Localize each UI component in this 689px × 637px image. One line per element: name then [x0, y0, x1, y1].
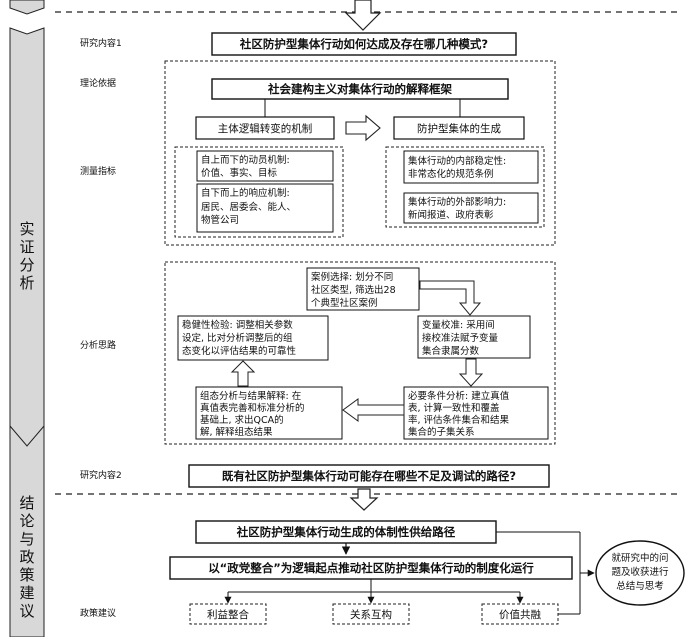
necessity-line-2: 表, 计算一致性和覆盖	[408, 402, 500, 414]
top-down-mobilization-detail: 价值、事实、目标	[201, 167, 278, 179]
necessity-to-config-arrow	[342, 398, 405, 422]
necessity-box	[403, 386, 549, 440]
generation-head: 防护型集体的生成	[417, 122, 501, 135]
row-label-measure: 测量指标	[80, 165, 116, 177]
empirical-label-4: 析	[19, 274, 34, 292]
framework-title: 社会建构主义对集体行动的解释框架	[267, 82, 452, 96]
internal-stability-detail: 非常态化的规范条例	[408, 168, 494, 180]
robustness-line-3: 态变化以评估结果的可靠性	[182, 345, 297, 357]
policy-item-relation: 关系互构	[350, 608, 392, 621]
robustness-line-2: 设定, 比对分析调整后的组	[182, 332, 293, 344]
robustness-box	[177, 315, 329, 361]
bottom-up-response-detail-1: 居民、居委会、能人、	[201, 201, 296, 213]
research2-box	[188, 464, 550, 488]
bottom-up-response-detail-2: 物管公司	[201, 214, 239, 226]
party-integration: 以“政党整合”为逻辑起点推动社区防护型集体行动的制度化运行	[208, 561, 534, 575]
research1-question: 社区防护型集体行动如何达成及存在哪几种模式?	[239, 37, 488, 51]
bottom-up-response-title: 自下而上的响应机制:	[201, 187, 290, 199]
calibration-line-2: 接校准法赋予变量	[422, 332, 499, 344]
case-selection-line-1: 案例选择: 划分不同	[311, 271, 393, 283]
conclusion-label-4: 政	[19, 548, 34, 566]
row-label-analysis: 分析思路	[80, 339, 116, 351]
top-flow-arrow	[344, 0, 382, 31]
internal-stability-title: 集体行动的内部稳定性:	[408, 155, 506, 167]
bottom-up-response-box	[196, 183, 334, 233]
conclusion-label-7: 议	[19, 602, 34, 620]
calibrate-to-necessity-arrow	[458, 358, 484, 387]
external-influence-detail: 新闻报道、政府表彰	[408, 209, 494, 221]
mechanism-head-box	[195, 116, 335, 140]
analysis-frame	[164, 261, 556, 445]
summary-line-3: 总结与思考	[616, 580, 664, 592]
conclusion-label-3: 与	[19, 530, 34, 548]
configuration-line-1: 组态分析与结果解释: 在	[200, 390, 301, 402]
measure-left-frame	[174, 146, 344, 238]
research1-box	[211, 32, 517, 56]
config-to-robust-arrow	[230, 360, 256, 387]
necessity-line-4: 集合的子集关系	[408, 426, 475, 438]
external-influence-title: 集体行动的外部影响力:	[408, 196, 506, 208]
policy-item-interest: 利益整合	[207, 608, 249, 621]
conclusion-label-1: 结	[19, 494, 34, 512]
calibration-box	[417, 315, 531, 359]
theory-frame	[164, 60, 556, 246]
necessity-line-3: 率, 评估条件集合和结果	[408, 414, 510, 426]
empirical-label-3: 分	[19, 256, 34, 274]
summary-line-1: 就研究中的问	[611, 552, 668, 564]
mechanism-head: 主体逻辑转变的机制	[218, 122, 313, 135]
framework-box	[211, 78, 509, 100]
institutional-path: 社区防护型集体行动生成的体制性供给路径	[236, 525, 456, 539]
case-selection-line-3: 个典型社区案例	[311, 297, 378, 309]
row-label-research2: 研究内容2	[80, 469, 122, 481]
top-down-mobilization-title: 自上而下的动员机制:	[201, 154, 290, 166]
configuration-line-3: 基础上, 求出QCA的	[200, 414, 284, 426]
calibration-line-3: 集合隶属分数	[422, 345, 480, 357]
generation-head-box	[393, 116, 525, 140]
configuration-box	[195, 386, 343, 440]
summary-line-2: 题及收获进行	[611, 566, 669, 578]
middle-flow-arrow	[349, 488, 379, 511]
empirical-label-1: 实	[19, 220, 34, 238]
conclusion-banner	[9, 424, 45, 637]
conclusion-label-5: 策	[19, 566, 34, 584]
empirical-label-2: 证	[19, 238, 34, 256]
configuration-line-4: 解, 解释组态结果	[200, 426, 273, 438]
policy-item-interest-box	[189, 603, 267, 625]
row-label-theory: 理论依据	[80, 77, 116, 89]
policy-item-relation-box	[332, 603, 410, 625]
summary-ellipse	[595, 540, 685, 606]
external-influence-box	[403, 192, 539, 224]
mechanism-to-generation-arrow	[345, 114, 381, 142]
top-down-mobilization-box	[196, 150, 334, 182]
case-selection-line-2: 社区类型, 筛选出28	[311, 284, 396, 296]
case-selection-box	[306, 267, 420, 311]
calibration-line-1: 变量校准: 采用间	[422, 319, 495, 331]
robustness-line-1: 稳健性检验: 调整相关参数	[182, 319, 293, 331]
necessity-line-1: 必要条件分析: 建立真值	[408, 390, 510, 402]
row-label-research1: 研究内容1	[80, 37, 122, 49]
conclusion-label-2: 论	[19, 512, 34, 530]
internal-stability-box	[403, 150, 539, 184]
configuration-line-2: 真值表完善和标准分析的	[200, 402, 305, 414]
row-label-policy: 政策建议	[80, 607, 116, 619]
conclusion-label-6: 建	[19, 584, 34, 602]
policy-item-value: 价值共融	[499, 608, 541, 621]
measure-right-frame	[385, 146, 545, 228]
research2-question: 既有社区防护型集体行动可能存在哪些不足及调试的路径?	[222, 469, 516, 483]
top-chevron-stub	[9, 0, 45, 15]
case-to-calibrate-arrow	[419, 280, 482, 316]
